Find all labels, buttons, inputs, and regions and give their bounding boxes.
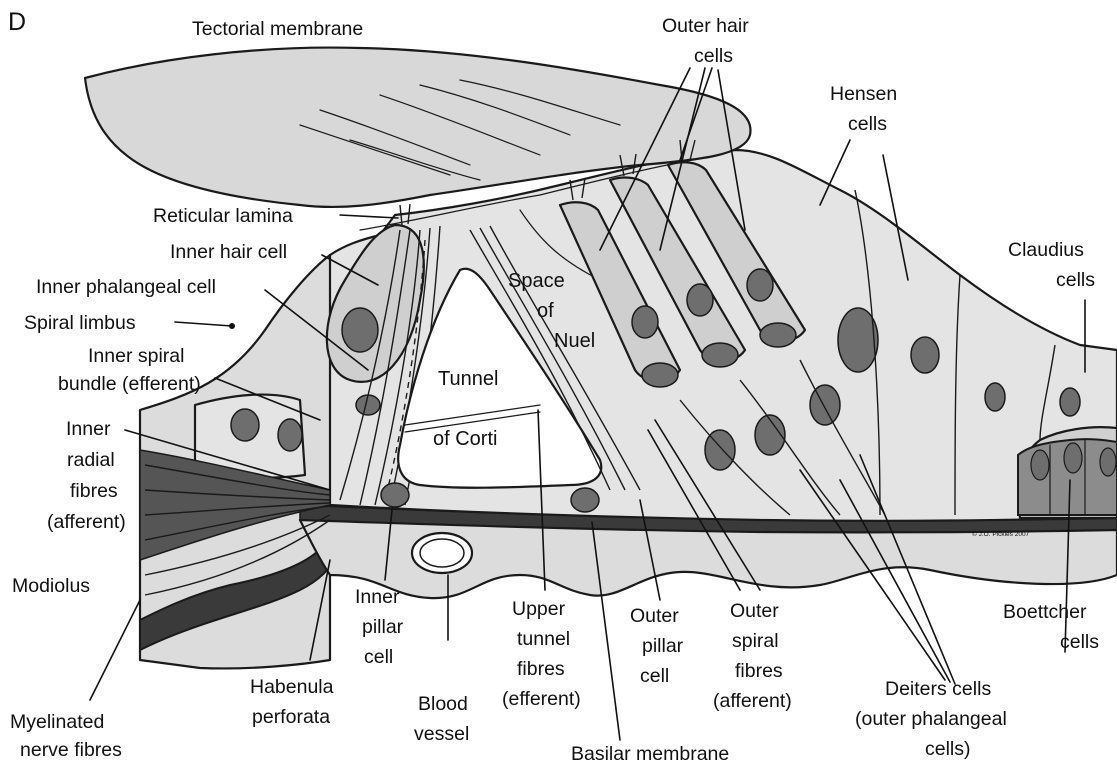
label-deiters-cells-2: (outer phalangeal [855, 708, 1007, 730]
label-claudius-cells-2: cells [1056, 269, 1095, 291]
label-inner-spiral-bundle-2: bundle (efferent) [58, 373, 201, 395]
label-inner-pillar-cell-2: pillar [362, 616, 404, 638]
label-myelinated-nerve-fibres-1: Myelinated [10, 711, 104, 733]
label-habenula-perforata-1: Habenula [250, 676, 334, 698]
label-inner-radial-fibres-4: (afferent) [47, 511, 126, 533]
label-upper-tunnel-fibres-3: fibres [517, 658, 565, 680]
copyright-credit: © J.O. Pickles 2007 [972, 530, 1030, 538]
label-hensen-cells-1: Hensen [830, 83, 897, 105]
label-spiral-limbus: Spiral limbus [24, 312, 136, 334]
label-boettcher-cells-2: cells [1060, 631, 1099, 653]
label-upper-tunnel-fibres-1: Upper [512, 598, 566, 620]
label-space-of-nuel-3: Nuel [554, 330, 595, 352]
inner-hair-cell-nucleus [342, 308, 378, 352]
label-habenula-perforata-2: perforata [252, 706, 330, 728]
label-hensen-cells-2: cells [848, 113, 887, 135]
label-inner-spiral-bundle-1: Inner spiral [88, 345, 184, 367]
panel-letter: D [8, 8, 26, 36]
label-outer-pillar-cell-2: pillar [642, 635, 684, 657]
label-outer-pillar-cell-3: cell [640, 665, 669, 687]
label-inner-hair-cell: Inner hair cell [170, 241, 287, 263]
label-inner-radial-fibres-1: Inner [66, 418, 111, 440]
label-basilar-membrane: Basilar membrane [571, 743, 729, 765]
label-outer-spiral-fibres-4: (afferent) [713, 690, 792, 712]
label-tunnel-of-corti-1: Tunnel [438, 368, 498, 390]
label-outer-spiral-fibres-3: fibres [735, 660, 783, 682]
label-deiters-cells-1: Deiters cells [885, 678, 991, 700]
label-outer-spiral-fibres-2: spiral [732, 630, 779, 652]
label-tunnel-of-corti-2: of Corti [433, 428, 497, 450]
label-myelinated-nerve-fibres-2: nerve fibres [20, 739, 122, 761]
label-upper-tunnel-fibres-2: tunnel [517, 628, 570, 650]
label-boettcher-cells-1: Boettcher [1003, 601, 1087, 623]
label-outer-spiral-fibres-1: Outer [730, 600, 779, 622]
label-outer-hair-cells-1: Outer hair [662, 15, 749, 37]
label-inner-pillar-cell-1: Inner [355, 586, 400, 608]
label-blood-vessel-1: Blood [418, 693, 468, 715]
label-claudius-cells-1: Claudius [1008, 239, 1084, 261]
label-inner-pillar-cell-3: cell [364, 646, 393, 668]
label-inner-radial-fibres-2: radial [67, 449, 115, 471]
label-outer-hair-cells-2: cells [694, 45, 733, 67]
label-outer-pillar-cell-1: Outer [630, 605, 679, 627]
label-deiters-cells-3: cells) [925, 738, 971, 760]
label-space-of-nuel-1: Space [508, 270, 565, 292]
label-reticular-lamina: Reticular lamina [153, 205, 293, 227]
label-upper-tunnel-fibres-4: (efferent) [502, 688, 581, 710]
label-inner-radial-fibres-3: fibres [70, 480, 118, 502]
label-space-of-nuel-2: of [537, 300, 554, 322]
label-tectorial-membrane: Tectorial membrane [192, 18, 363, 40]
label-blood-vessel-2: vessel [414, 723, 469, 745]
label-modiolus: Modiolus [12, 575, 90, 597]
label-inner-phalangeal-cell: Inner phalangeal cell [36, 276, 216, 298]
